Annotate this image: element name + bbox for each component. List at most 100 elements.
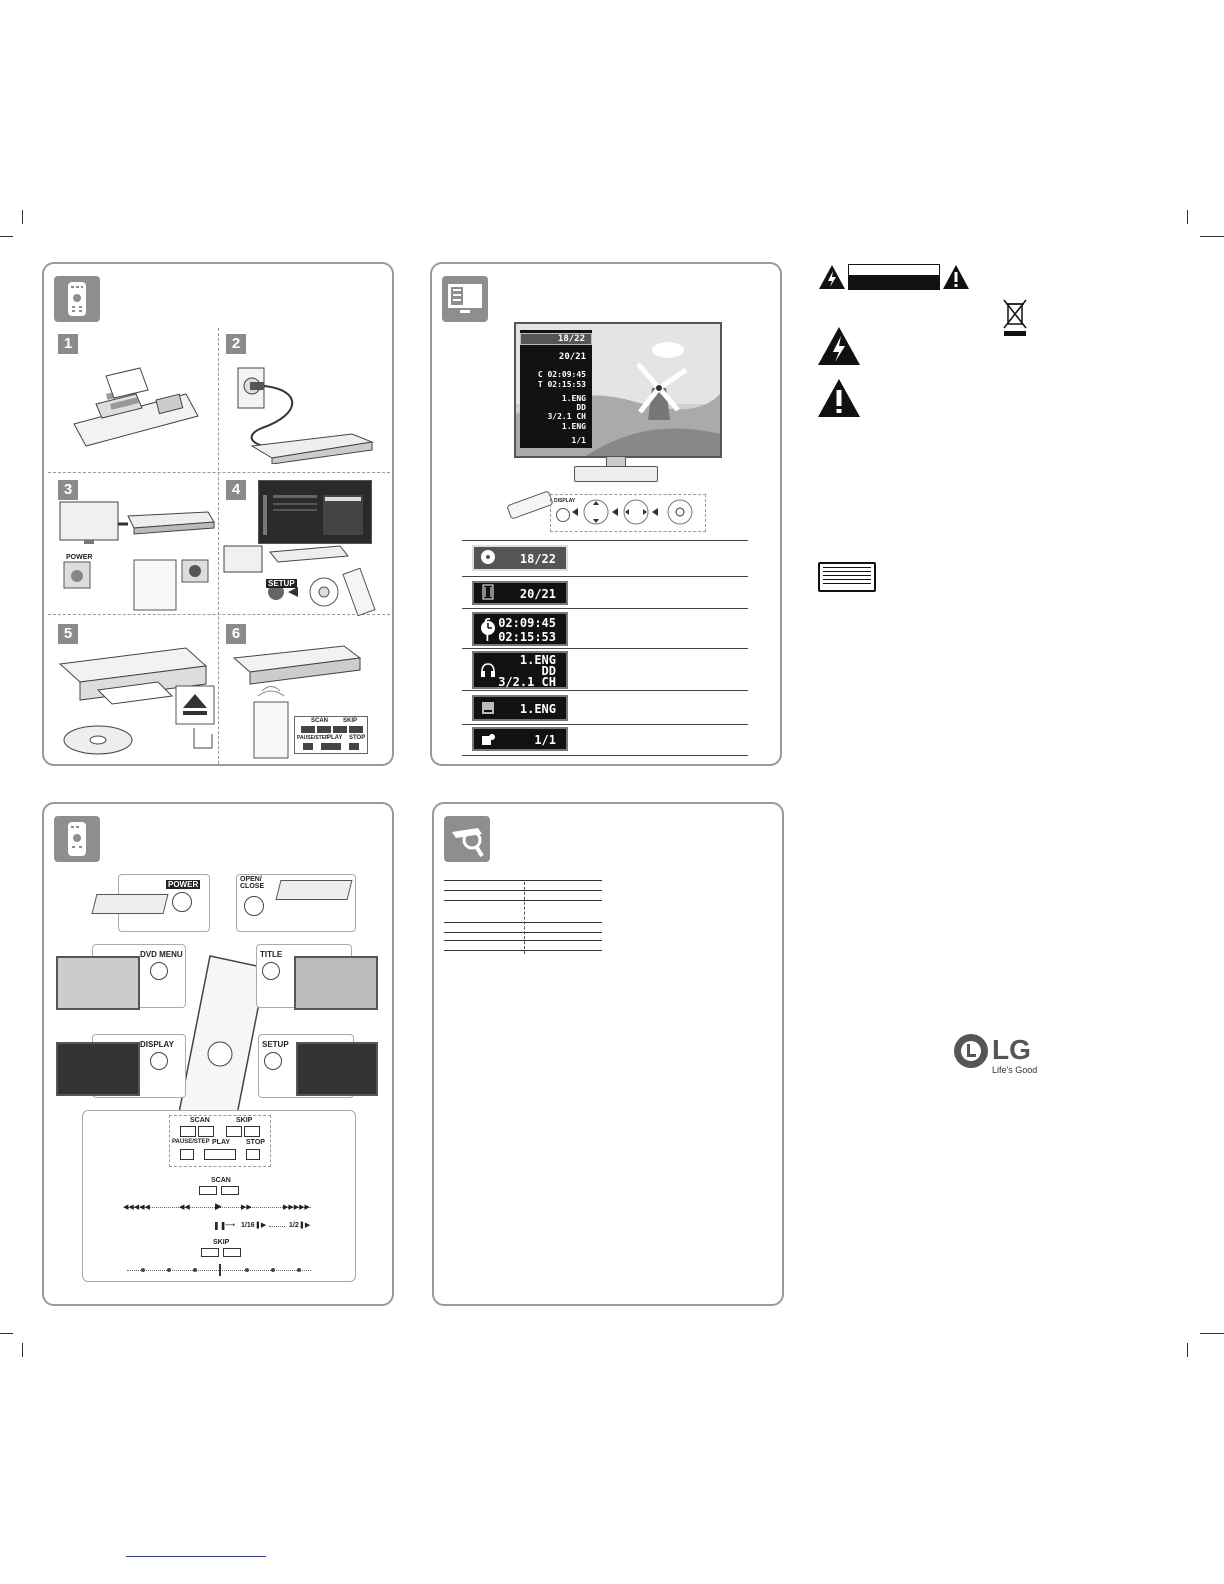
player-illustration bbox=[275, 880, 353, 900]
setup-menu-screen bbox=[258, 480, 372, 544]
pause-indicator: ❚❚ bbox=[213, 1221, 227, 1230]
disc-insert-illustration bbox=[58, 647, 208, 755]
scan-label: SCAN bbox=[211, 1177, 231, 1184]
skip-label: SKIP bbox=[213, 1239, 230, 1246]
stop-button[interactable] bbox=[246, 1149, 260, 1160]
spec-table-rule bbox=[444, 890, 602, 891]
osd-chapter-time: C 02:09:45 bbox=[537, 370, 586, 379]
setup-button[interactable] bbox=[264, 1052, 282, 1070]
skip-back-button[interactable] bbox=[226, 1126, 242, 1137]
remote-battery-illustration bbox=[73, 367, 199, 447]
table-row: 1/1 bbox=[462, 724, 748, 756]
skip-label: SKIP bbox=[236, 1117, 253, 1124]
display-button[interactable] bbox=[556, 508, 570, 522]
osd-overlay: 18/22 20/21 C 02:09:45 T 02:15:53 1.ENG … bbox=[520, 330, 592, 448]
osd-audio-lang: 1.ENG bbox=[561, 394, 586, 403]
display-label: DISPLAY bbox=[140, 1040, 174, 1049]
crop-mark bbox=[1187, 1343, 1188, 1357]
stop-label: STOP bbox=[246, 1139, 265, 1146]
subtitle-icon bbox=[482, 702, 494, 714]
play-label: PLAY bbox=[212, 1139, 231, 1146]
transport-box: SCAN SKIP PAUSE/STEP PLAY STOP SCAN ◀◀◀◀… bbox=[82, 1110, 356, 1282]
skip-forward-button[interactable] bbox=[244, 1126, 260, 1137]
osd-angle-value: 1/1 bbox=[571, 436, 586, 445]
display-label: DISPLAY bbox=[554, 498, 576, 504]
specifications-panel bbox=[432, 802, 784, 1306]
play-indicator: ▶ bbox=[215, 1202, 222, 1212]
scan-label: SCAN bbox=[190, 1117, 210, 1124]
remote-icon bbox=[54, 276, 100, 322]
speed-indicator: ◀◀ bbox=[179, 1203, 190, 1211]
chapter-marker bbox=[297, 1268, 301, 1272]
headphones-icon bbox=[481, 663, 495, 677]
total-time: T 02:15:53 bbox=[483, 630, 556, 644]
table-row: 1.ENG bbox=[462, 690, 748, 725]
tv-screen: 18/22 20/21 C 02:09:45 T 02:15:53 1.ENG … bbox=[514, 322, 722, 458]
play-button[interactable] bbox=[204, 1149, 236, 1160]
title-tv bbox=[294, 956, 378, 1010]
pause-button[interactable] bbox=[180, 1149, 194, 1160]
title-label: TITLE bbox=[260, 950, 283, 959]
current-position-marker bbox=[219, 1264, 221, 1276]
spec-table-rule bbox=[444, 932, 602, 933]
audio-format: DD bbox=[541, 664, 556, 678]
dvd-menu-label: DVD MENU bbox=[140, 950, 183, 959]
chapter-marker bbox=[141, 1268, 145, 1272]
step-number: 2 bbox=[226, 334, 246, 354]
fast-forward-button[interactable] bbox=[198, 1126, 214, 1137]
step-number: 5 bbox=[58, 624, 78, 644]
lightning-warning-icon bbox=[819, 265, 845, 289]
osd-audio-format: DD bbox=[576, 403, 586, 412]
remote-panel: POWER OPEN/ CLOSE DVD MENU TITLE DISPLAY… bbox=[42, 802, 394, 1306]
spec-table-rule bbox=[444, 922, 602, 923]
exclamation-warning-icon bbox=[818, 379, 860, 417]
navigation-sequence bbox=[572, 499, 693, 525]
osd-chapter-value: 20/21 bbox=[558, 352, 586, 362]
transport-controls: SCAN SKIP PAUSE/STEP PLAY STOP bbox=[294, 716, 368, 754]
brand-tagline: Life's Good bbox=[992, 1065, 1038, 1075]
power-label: POWER bbox=[66, 554, 93, 561]
spec-table-rule bbox=[444, 940, 602, 941]
audio-channels: 3/2.1 CH bbox=[498, 675, 556, 689]
crop-mark bbox=[1200, 236, 1224, 237]
speed-indicator: ▶▶ bbox=[241, 1203, 252, 1211]
display-button[interactable] bbox=[150, 1052, 168, 1070]
power-button[interactable] bbox=[172, 892, 192, 912]
title-value: 18/22 bbox=[519, 552, 556, 566]
rewind-button[interactable] bbox=[180, 1126, 196, 1137]
tv-base bbox=[574, 466, 658, 482]
speed-indicator: ◀◀◀◀◀ bbox=[123, 1203, 150, 1211]
crop-mark bbox=[1200, 1333, 1224, 1334]
slow-speed-1: 1/16 bbox=[241, 1222, 255, 1229]
tv-menu-icon bbox=[442, 276, 488, 322]
slow-speed-2: 1/2 bbox=[289, 1222, 299, 1229]
clock-icon bbox=[481, 621, 495, 635]
open-close-button[interactable] bbox=[244, 896, 264, 916]
step-number: 6 bbox=[226, 624, 246, 644]
setup-tv bbox=[296, 1042, 378, 1096]
chapter-marker bbox=[193, 1268, 197, 1272]
dotted-line bbox=[269, 1226, 285, 1227]
scan-speed-line bbox=[127, 1207, 311, 1208]
spec-table-rule bbox=[444, 950, 602, 951]
chapter-marker bbox=[271, 1268, 275, 1272]
title-button[interactable] bbox=[262, 962, 280, 980]
display-tv bbox=[56, 1042, 140, 1096]
chapter-marker bbox=[245, 1268, 249, 1272]
divider bbox=[48, 614, 390, 615]
play-label: PLAY bbox=[327, 735, 343, 741]
crop-mark bbox=[1187, 210, 1188, 224]
open-close-label: OPEN/ CLOSE bbox=[240, 876, 265, 890]
eject-button-illustration bbox=[175, 685, 215, 749]
film-chapter-icon bbox=[482, 584, 494, 600]
footer-link[interactable] bbox=[126, 1556, 266, 1557]
table-row: 18/22 bbox=[462, 540, 748, 577]
tv-connection-illustration bbox=[59, 501, 215, 611]
dvd-menu-tv bbox=[56, 956, 140, 1010]
slow-forward-indicator: ❚▶ bbox=[299, 1221, 311, 1229]
chapter-value: 20/21 bbox=[519, 587, 556, 601]
player-illustration bbox=[91, 894, 169, 914]
dvd-menu-button[interactable] bbox=[150, 962, 168, 980]
angle-icon bbox=[482, 734, 495, 745]
exclamation-warning-icon bbox=[943, 265, 969, 289]
